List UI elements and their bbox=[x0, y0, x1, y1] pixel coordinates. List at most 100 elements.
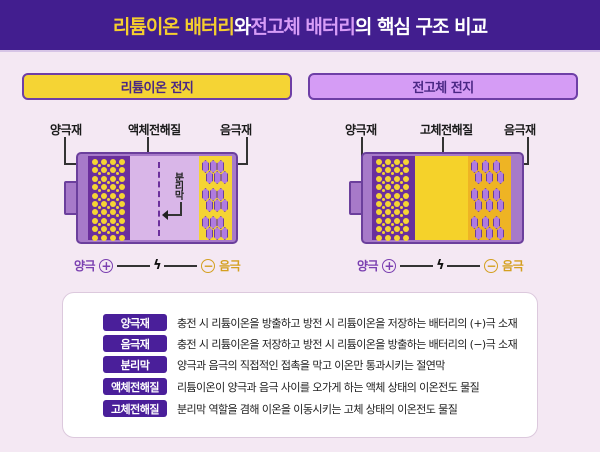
lithium-particle bbox=[101, 192, 107, 199]
lithium-particle bbox=[92, 159, 98, 165]
lithium-particle bbox=[391, 222, 394, 226]
lithium-particle bbox=[107, 180, 110, 184]
lithium-particle bbox=[98, 180, 101, 184]
lithium-particle bbox=[400, 231, 403, 235]
glossary-row-cathode: 양극재 충전 시 리튬이온을 방출하고 방전 시 리튬이온을 저장하는 배터리의… bbox=[103, 314, 518, 331]
liquid-electrolyte-layer: 분리막 bbox=[130, 156, 199, 240]
lithium-particle bbox=[92, 175, 98, 182]
lithium-particle bbox=[119, 217, 125, 224]
lithium-particle bbox=[376, 234, 382, 241]
lithium-particle bbox=[110, 175, 116, 182]
term-description: 양극과 음극의 직접적인 접촉을 막고 이온만 통과시키는 절연막 bbox=[177, 358, 445, 372]
lithium-particle bbox=[92, 226, 98, 233]
lithium-particle bbox=[400, 214, 403, 218]
lithium-particle bbox=[394, 226, 400, 233]
lithium-particle bbox=[98, 197, 101, 201]
lithium-particle bbox=[403, 226, 409, 233]
lithium-particle bbox=[119, 201, 125, 207]
solid-state-banner: 전고체 전지 bbox=[308, 73, 578, 100]
lithium-particle bbox=[116, 197, 119, 201]
lithium-particle bbox=[394, 184, 400, 191]
lithium-particle bbox=[391, 197, 394, 201]
lithium-particle bbox=[403, 167, 409, 174]
lithium-particle bbox=[385, 234, 391, 241]
lithium-particle bbox=[376, 209, 382, 216]
plus-icon: + bbox=[99, 258, 114, 273]
graphite-particle bbox=[221, 227, 229, 240]
lithium-particle bbox=[101, 175, 107, 182]
lithium-particle bbox=[385, 175, 391, 182]
lithium-particle bbox=[116, 189, 119, 193]
lithium-particle bbox=[376, 167, 382, 174]
graphite-particle bbox=[471, 216, 478, 229]
lithium-particle bbox=[403, 192, 409, 199]
graphite-particle bbox=[206, 227, 213, 240]
lithium-particle bbox=[385, 167, 391, 174]
graphite-particle bbox=[202, 160, 209, 173]
graphite-particle bbox=[221, 199, 229, 212]
lightning-icon: ϟ bbox=[153, 258, 162, 273]
lithium-particle bbox=[110, 226, 116, 233]
graphite-particle bbox=[471, 188, 478, 201]
term-badge: 고체전해질 bbox=[103, 400, 167, 417]
lithium-particle bbox=[92, 192, 98, 199]
graphite-particle bbox=[493, 160, 500, 173]
term-badge: 양극재 bbox=[103, 314, 167, 331]
lithium-particle bbox=[391, 214, 394, 218]
separator-label: 분리막 bbox=[172, 172, 183, 199]
lithium-particle bbox=[107, 222, 110, 226]
left-anode-label: 음극재 bbox=[220, 123, 252, 137]
lithium-particle bbox=[107, 197, 110, 201]
graphite-particle bbox=[493, 188, 500, 201]
lithium-particle bbox=[385, 201, 391, 207]
lithium-particle bbox=[92, 201, 98, 207]
lithium-particle bbox=[394, 209, 400, 216]
graphite-particle bbox=[206, 199, 213, 212]
lithium-particle bbox=[98, 206, 101, 209]
lithium-particle bbox=[92, 209, 98, 216]
left-poles: 양극 + ϟ − 음극 bbox=[74, 257, 241, 274]
lithium-particle bbox=[394, 192, 400, 199]
lithium-particle bbox=[382, 180, 385, 184]
lithium-particle bbox=[376, 226, 382, 233]
graphite-particle bbox=[217, 160, 225, 173]
title-rest: 의 핵심 구조 비교 bbox=[354, 15, 488, 38]
glossary-row-separator: 분리막 양극과 음극의 직접적인 접촉을 막고 이온만 통과시키는 절연막 bbox=[103, 356, 445, 373]
lithium-particle bbox=[382, 222, 385, 226]
right-anode-label: 음극재 bbox=[504, 123, 536, 137]
lithium-particle bbox=[403, 175, 409, 182]
glossary-row-anode: 음극재 충전 시 리튬이온을 저장하고 방전 시 리튬이온을 방출하는 배터리의… bbox=[103, 335, 518, 352]
title-lithium-ion: 리튬이온 배터리 bbox=[112, 15, 235, 38]
lithium-particle bbox=[116, 206, 119, 209]
lithium-particle bbox=[116, 180, 119, 184]
lithium-particle bbox=[382, 231, 385, 235]
lithium-particle bbox=[382, 214, 385, 218]
lithium-particle bbox=[376, 201, 382, 207]
lithium-particle bbox=[394, 201, 400, 207]
connector-line bbox=[361, 137, 363, 164]
lithium-particle bbox=[391, 189, 394, 193]
wire-line bbox=[117, 264, 151, 267]
lithium-particle bbox=[391, 180, 394, 184]
positive-pole-label: 양극 bbox=[74, 259, 96, 273]
lithium-particle bbox=[400, 222, 403, 226]
lithium-particle bbox=[101, 217, 107, 224]
lithium-particle bbox=[376, 184, 382, 191]
lithium-particle bbox=[394, 234, 400, 241]
lithium-particle bbox=[119, 159, 125, 165]
lithium-particle bbox=[382, 172, 385, 176]
connector-line bbox=[147, 137, 149, 163]
connector-line bbox=[180, 202, 182, 216]
lithium-ion-battery: 분리막 bbox=[76, 152, 238, 244]
lithium-particle bbox=[107, 206, 110, 209]
graphite-particle bbox=[217, 216, 225, 229]
connector-line bbox=[168, 214, 182, 216]
anode-layer bbox=[199, 156, 232, 240]
lithium-particle bbox=[382, 206, 385, 209]
lithium-particle bbox=[101, 209, 107, 216]
term-badge: 분리막 bbox=[103, 356, 167, 373]
connector-line bbox=[246, 137, 248, 164]
term-description: 리튬이온이 양극과 음극 사이를 오가게 하는 액체 상태의 이온전도 물질 bbox=[177, 380, 480, 394]
lithium-particle bbox=[403, 209, 409, 216]
lithium-particle bbox=[376, 217, 382, 224]
